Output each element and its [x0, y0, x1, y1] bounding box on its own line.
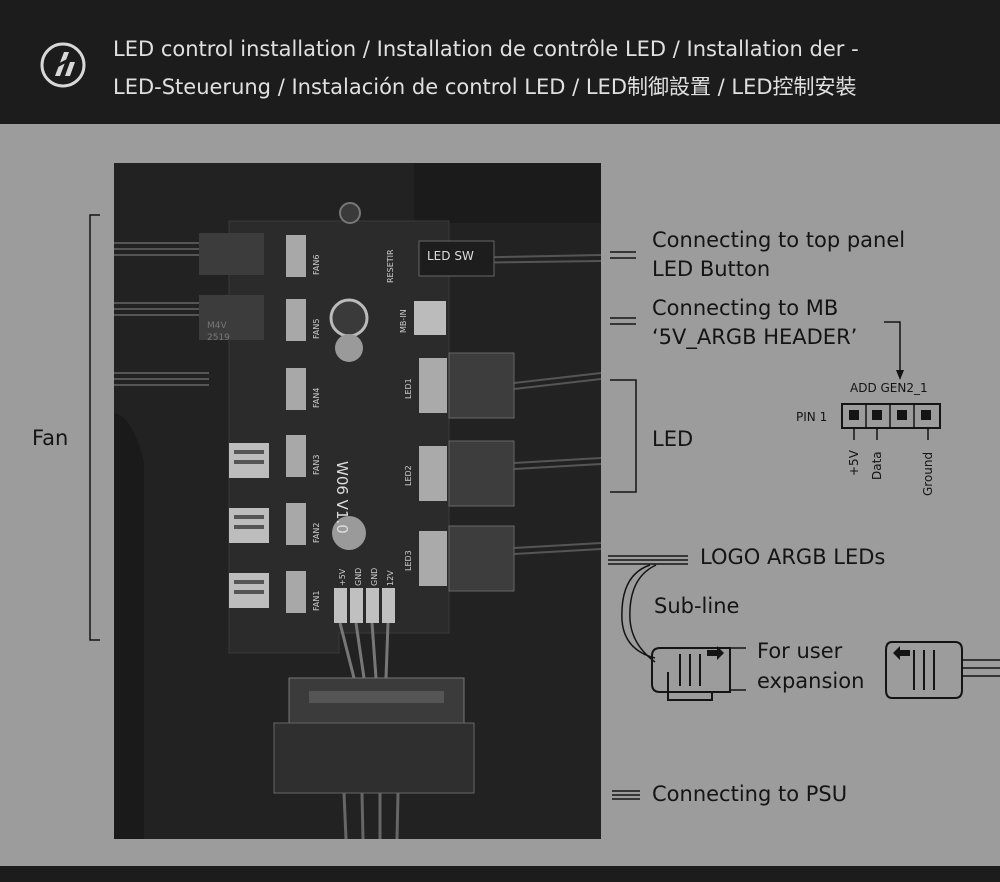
fan-label: Fan: [32, 426, 69, 450]
mb-label-line1: Connecting to MB: [652, 296, 839, 320]
pin-label-5v: +5V: [847, 450, 861, 476]
header-bar: LED control installation / Installation …: [0, 0, 1000, 124]
expansion-label-line2: expansion: [757, 669, 865, 693]
lian-li-logo-icon: [40, 42, 86, 88]
psu-label: Connecting to PSU: [652, 782, 848, 806]
page-title: LED control installation / Installation …: [113, 30, 859, 106]
argb-header-name: ADD GEN2_1: [850, 381, 928, 395]
top-panel-label-line1: Connecting to top panel: [652, 228, 906, 252]
chip-text: 2519: [207, 333, 230, 343]
controller-board-photo: W06 V1.0 LED SW RESETIR MB-IN FAN6 FAN5 …: [114, 163, 601, 839]
mb-label-line2: ‘5V_ARGB HEADER’: [652, 325, 858, 349]
expansion-label-line1: For user: [757, 639, 843, 663]
led-sw-label: LED SW: [427, 249, 474, 263]
sub-line-label: Sub-line: [654, 594, 740, 618]
chip-text: M4V: [207, 321, 227, 331]
title-line-2: LED-Steuerung / Instalación de control L…: [113, 75, 857, 99]
top-panel-label-line2: LED Button: [652, 257, 771, 281]
pin-label-ground: Ground: [921, 451, 935, 496]
led-label: LED: [652, 427, 694, 451]
title-line-1: LED control installation / Installation …: [113, 37, 859, 61]
logo-argb-label: LOGO ARGB LEDs: [700, 545, 886, 569]
pin1-label: PIN 1: [796, 410, 828, 424]
pin-label-data: Data: [870, 451, 884, 480]
footer-bar: [0, 866, 1000, 882]
